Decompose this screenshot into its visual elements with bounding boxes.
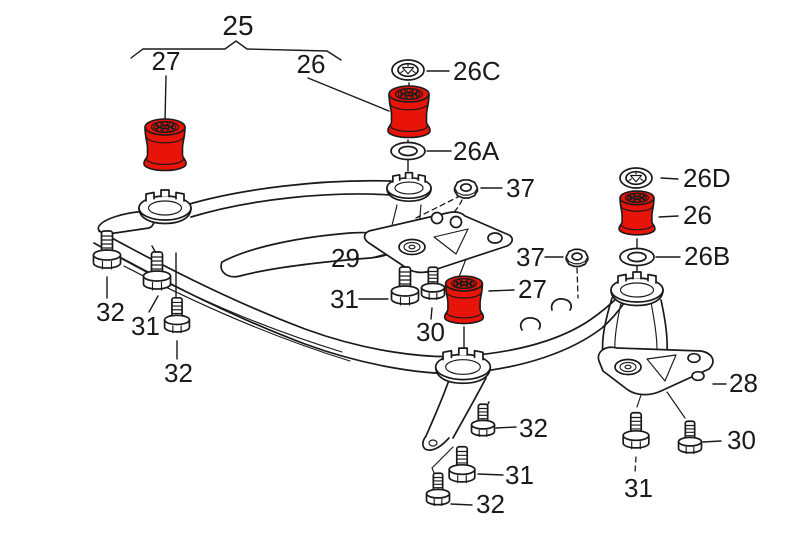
bushing-27-center [443,275,485,325]
callout-32-bottom-b: 32 [476,489,505,519]
washer-26B [619,247,655,267]
callout-27-center: 27 [518,274,547,304]
clip-washer-26D [619,167,653,189]
callout-31-right: 31 [624,473,653,503]
callout-37-center: 37 [506,173,535,203]
bolt-32-bottom-a [470,403,496,438]
callout-26-right: 26 [683,200,712,230]
bolt-30-right [677,420,703,455]
subframe-body [94,181,667,450]
mount-cup-front-left [138,189,192,225]
callout-31-left: 31 [131,311,160,341]
washer-26A [390,141,426,161]
bushing-26-right [618,190,656,236]
mount-cup-center [434,347,492,385]
mount-cup-right [610,271,664,307]
callout-25: 25 [222,10,253,41]
callout-29: 29 [331,243,360,273]
bolt-32-bottom-b [425,472,451,507]
bolt-32-left-b [163,297,191,334]
bolt-31-right [622,411,650,450]
bushing-26-front-center [387,85,431,139]
bolt-31-center [390,266,420,306]
callout-32-left-b: 32 [164,358,193,388]
callout-26D: 26D [683,163,731,193]
callout-28: 28 [729,368,758,398]
brace-25 [131,41,341,60]
callout-30-right: 30 [727,425,756,455]
callout-30-center: 30 [416,317,445,347]
bracket-29 [365,212,513,283]
nut-37-center [453,179,479,199]
callout-32-bottom-a: 32 [519,413,548,443]
mount-cup-front-center [386,171,432,202]
callout-31-bottom: 31 [505,460,534,490]
callout-26C: 26C [453,56,501,86]
bushing-27-front-left [143,118,187,172]
callout-26B: 26B [684,241,730,271]
callout-32-left-a: 32 [96,297,125,327]
callout-27-top: 27 [152,46,181,76]
callout-31-center: 31 [330,284,359,314]
bolt-31-bottom [448,445,476,484]
bolt-32-left-a [92,230,122,270]
callout-26-top: 26 [297,49,326,79]
callout-37-right: 37 [516,242,545,272]
callout-labels: 25 27 26 26C 26A 37 29 31 30 27 37 26D 2… [96,10,758,519]
nut-37-right [565,248,589,268]
bracket-28 [598,347,713,418]
clip-washer-26C [391,59,425,81]
callout-26A: 26A [453,136,500,166]
